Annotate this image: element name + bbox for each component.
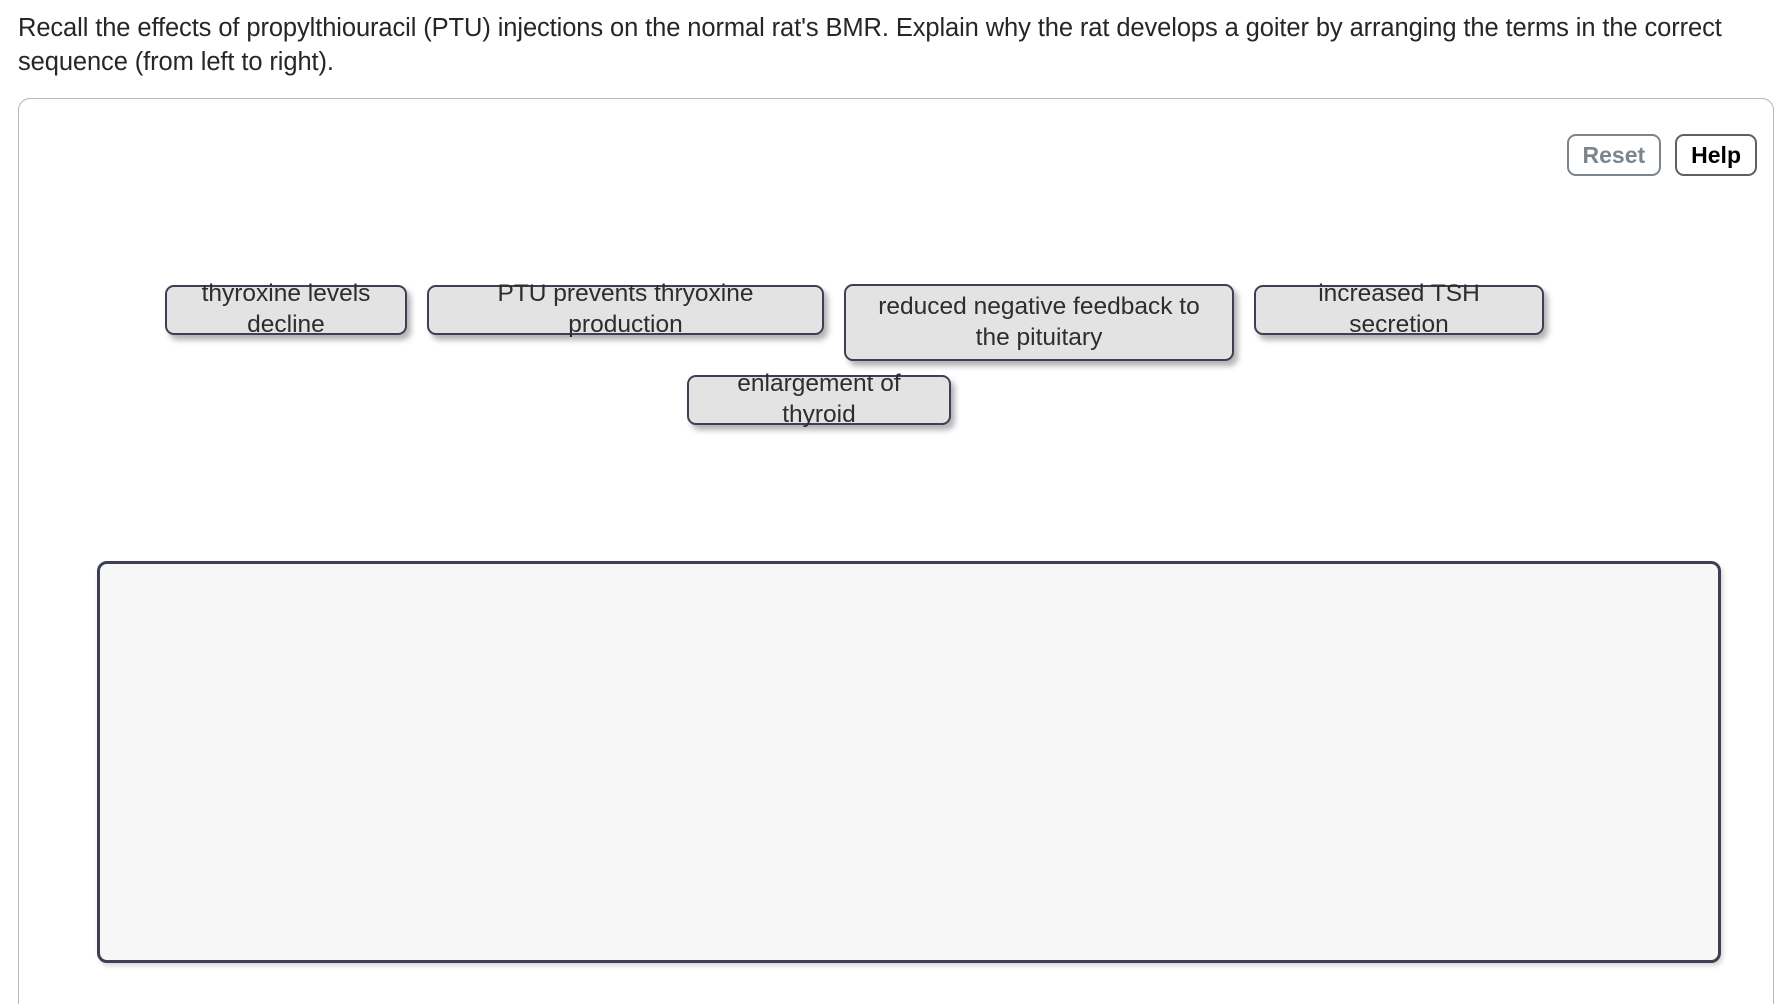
- term-tile[interactable]: increased TSH secretion: [1254, 280, 1544, 338]
- question-prompt: Recall the effects of propylthiouracil (…: [18, 14, 1722, 76]
- term-tile[interactable]: reduced negative feedback to the pituita…: [844, 284, 1234, 361]
- term-tile[interactable]: enlargement of thyroid: [687, 370, 951, 428]
- help-button[interactable]: Help: [1675, 134, 1757, 176]
- reset-button[interactable]: Reset: [1566, 134, 1662, 176]
- toolbar: Reset Help: [1566, 134, 1757, 176]
- activity-panel: Reset Help thyroxine levels decline PTU …: [18, 98, 1774, 1004]
- term-tile[interactable]: PTU prevents thryoxine production: [427, 280, 824, 338]
- term-tile[interactable]: thyroxine levels decline: [165, 280, 407, 338]
- term-tile-tray: thyroxine levels decline PTU prevents th…: [19, 99, 1773, 1004]
- answer-dropzone[interactable]: [97, 561, 1721, 963]
